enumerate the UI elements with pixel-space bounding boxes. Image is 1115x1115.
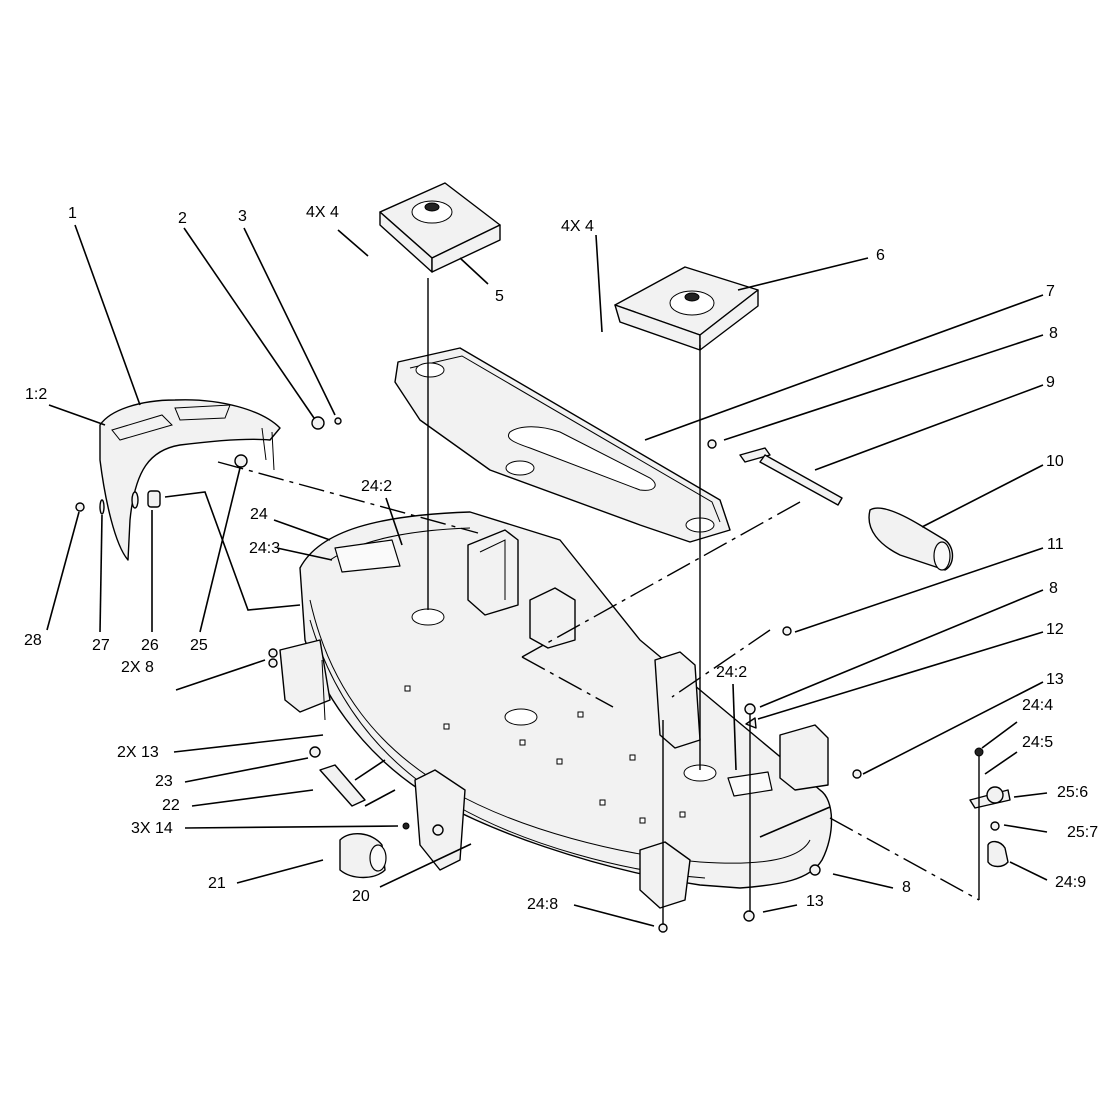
callout-24-4: 24:4 (1022, 697, 1054, 714)
callout-24-8: 24:8 (527, 896, 559, 913)
spring-25 (234, 454, 248, 468)
roller-shaft (759, 454, 843, 506)
callout-24-3: 24:3 (249, 540, 281, 557)
callout-3x14: 3X 14 (131, 820, 173, 837)
callout-3: 3 (238, 208, 247, 225)
callout-25-7: 25:7 (1067, 824, 1099, 841)
front-bracket-left (414, 769, 466, 871)
left-hanger-bracket (279, 639, 331, 713)
callout-5: 5 (495, 288, 504, 305)
callout-2: 2 (178, 210, 187, 227)
front-bracket-right (639, 841, 691, 909)
roller-shaft-assembly (707, 439, 954, 636)
callout-9: 9 (1046, 374, 1055, 391)
callout-1-2: 1:2 (25, 386, 48, 403)
assembly-lines (164, 278, 980, 924)
callout-4-right: 4X 4 (561, 218, 594, 235)
callout-21: 21 (208, 875, 226, 892)
deck-decal-24-3 (334, 539, 401, 573)
callout-20: 20 (352, 888, 370, 905)
callout-22: 22 (162, 797, 180, 814)
callout-24: 24 (250, 506, 268, 523)
roller-axle-22 (319, 764, 366, 807)
callout-8-a: 8 (1049, 325, 1058, 342)
washer-27 (99, 499, 105, 515)
callout-13-b: 13 (806, 893, 824, 910)
pin-3 (334, 417, 342, 425)
callout-8-b: 8 (1049, 580, 1058, 597)
bolt-23 (309, 746, 321, 758)
callout-26: 26 (141, 637, 159, 654)
washer-2 (311, 416, 325, 430)
callout-1: 1 (68, 205, 77, 222)
discharge-chute (99, 399, 281, 561)
callout-23: 23 (155, 773, 173, 790)
bolt-11 (782, 626, 792, 636)
front-roller-assembly (309, 746, 444, 879)
bolt-28 (75, 502, 85, 512)
callout-27: 27 (92, 637, 110, 654)
callout-10: 10 (1046, 453, 1064, 470)
callout-24-2-top: 24:2 (361, 478, 393, 495)
bushing-20 (432, 824, 444, 836)
callout-12: 12 (1046, 621, 1064, 638)
callout-2x8: 2X 8 (121, 659, 154, 676)
callout-24-2-right: 24:2 (716, 664, 748, 681)
leader-lines (46, 224, 1048, 927)
chute-hardware (75, 416, 342, 668)
callout-11: 11 (1047, 536, 1064, 553)
callout-6: 6 (876, 247, 885, 264)
spacer-26 (147, 490, 161, 508)
spindle-cover-right (614, 266, 759, 351)
callout-4-left: 4X 4 (306, 204, 339, 221)
callout-25: 25 (190, 637, 208, 654)
side-bracket-right (654, 651, 701, 749)
spindle-cover-left (379, 182, 501, 273)
caster-hardware (658, 703, 1011, 933)
callout-24-9: 24:9 (1055, 874, 1087, 891)
side-bracket-far-right (779, 724, 829, 791)
anti-scalp-roller (868, 507, 954, 571)
mower-deck (279, 511, 833, 909)
rear-bracket-left (467, 529, 519, 616)
spindle-mount-plate (394, 347, 731, 543)
callout-24-5: 24:5 (1022, 734, 1054, 751)
shaft-bracket (739, 447, 771, 463)
callout-25-6: 25:6 (1057, 784, 1089, 801)
callout-8-c: 8 (902, 879, 911, 896)
nut-14 (402, 822, 410, 830)
callout-7: 7 (1046, 283, 1055, 300)
callout-2x13: 2X 13 (117, 744, 159, 761)
nut-8 (707, 439, 717, 449)
rear-bracket-center (529, 587, 576, 649)
callout-28: 28 (24, 632, 42, 649)
callout-13-a: 13 (1046, 671, 1064, 688)
